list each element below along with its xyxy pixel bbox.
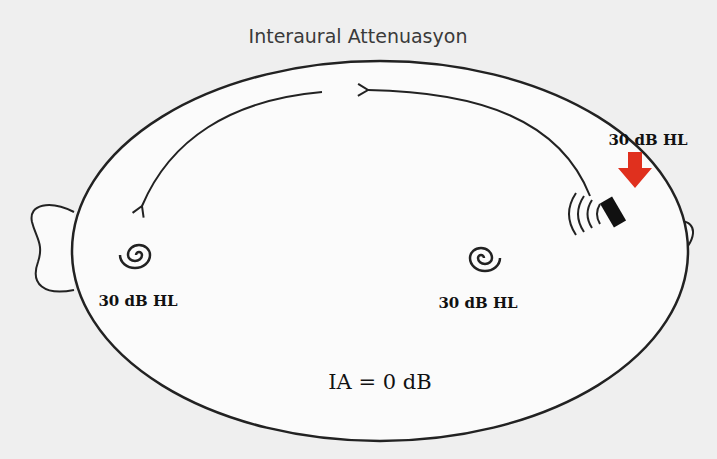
diagram-title: Interaural Attenuasyon	[249, 25, 468, 47]
cochlea-level: 30 dB HL	[438, 294, 517, 312]
cochlea-level: 30 dB HL	[98, 292, 177, 310]
left-ear	[32, 205, 74, 291]
sound-waves	[569, 193, 600, 235]
stimulus-level: 30 dB HL	[608, 131, 687, 149]
right-cochlea	[470, 248, 500, 271]
crossover-arrow	[142, 92, 322, 206]
head-outline	[72, 61, 688, 441]
crossover-arrow	[368, 90, 590, 196]
stimulus-arrow	[618, 152, 652, 188]
ia-value: IA = 0 dB	[328, 370, 431, 394]
bone-vibrator	[600, 196, 626, 227]
left-cochlea	[120, 245, 150, 268]
